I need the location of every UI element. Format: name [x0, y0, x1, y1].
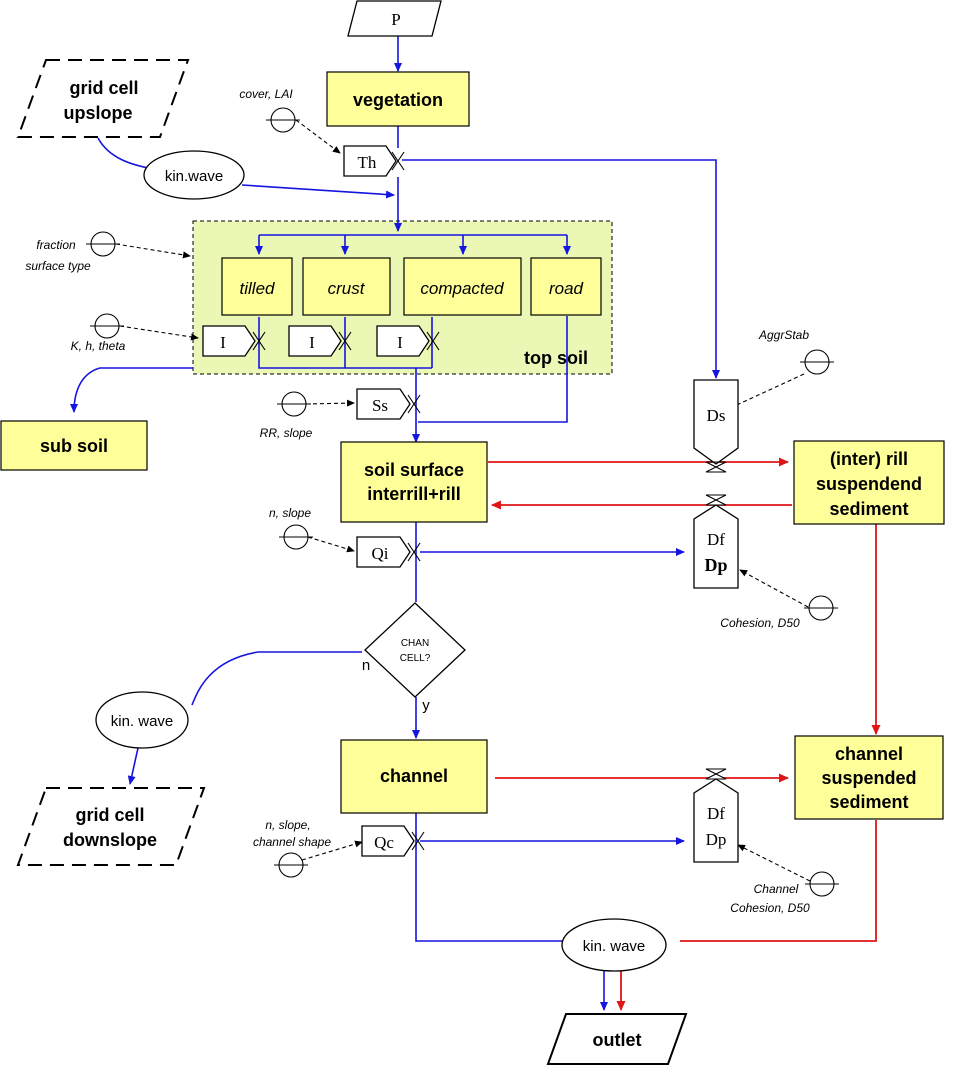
- vegetation-label: vegetation: [353, 90, 443, 110]
- channel-sediment-line1: channel: [835, 744, 903, 764]
- ds-node: [693, 379, 739, 465]
- tilled-box: [221, 257, 293, 316]
- infiltration-valve-1: [252, 331, 266, 351]
- ss-node: [356, 388, 411, 420]
- qc-node: [361, 825, 415, 857]
- compacted-label: compacted: [420, 279, 504, 298]
- param-aggr-stab: AggrStab: [758, 328, 809, 342]
- kin-wave-bottom: [561, 918, 667, 972]
- inter-rill-line3: sediment: [829, 499, 908, 519]
- channel-sediment-line2: suspended: [821, 768, 916, 788]
- param-fraction: fraction: [36, 238, 76, 252]
- outlet-node: [546, 1013, 688, 1065]
- decision-yes: y: [422, 697, 430, 714]
- param-n-slope: n, slope: [269, 506, 311, 520]
- kin-wave-top-label: kin.wave: [165, 168, 223, 185]
- water-flow-lines: [70, 36, 720, 1011]
- kin-wave-left-label: kin. wave: [111, 713, 174, 730]
- soil-surface-box: [340, 441, 488, 523]
- parameter-links: [115, 119, 811, 882]
- channel-sediment-box: [794, 735, 944, 820]
- precipitation-label: P: [391, 10, 400, 29]
- kin-wave-left: [95, 691, 189, 749]
- grid-cell-downslope-line2: downslope: [63, 830, 157, 850]
- compacted-box: [403, 257, 522, 316]
- precipitation-input: [347, 0, 442, 37]
- channel-cell-decision: [364, 602, 466, 698]
- th-node: [343, 145, 397, 177]
- tilled-label: tilled: [240, 279, 276, 298]
- param-channel: Channel: [754, 882, 799, 896]
- road-label: road: [549, 279, 584, 298]
- inter-rill-line1: (inter) rill: [830, 449, 908, 469]
- kin-wave-top: [143, 150, 245, 200]
- infiltration-label-2: I: [309, 333, 315, 352]
- param-n-slope-shape-2: channel shape: [253, 835, 331, 849]
- qi-node: [356, 536, 411, 568]
- infiltration-label-1: I: [220, 333, 226, 352]
- param-surface-type: surface type: [25, 259, 91, 273]
- grid-cell-upslope-line2: upslope: [63, 103, 132, 123]
- inter-rill-line2: suspendend: [816, 474, 922, 494]
- road-box: [530, 257, 602, 316]
- infiltration-label-3: I: [397, 333, 403, 352]
- grid-cell-downslope-line1: grid cell: [75, 805, 144, 825]
- param-cover-lai: cover, LAI: [239, 87, 293, 101]
- df-dp-node-upper: [693, 504, 739, 589]
- dp-label-lower: Dp: [706, 830, 727, 849]
- top-soil-label: top soil: [524, 348, 588, 368]
- channel-label: channel: [380, 766, 448, 786]
- outlet-label: outlet: [593, 1030, 642, 1050]
- th-valve: [391, 151, 405, 171]
- channel-sediment-line3: sediment: [829, 792, 908, 812]
- param-channel-cohesion: Cohesion, D50: [730, 901, 810, 915]
- ds-valve: [705, 461, 727, 473]
- sediment-flow-lines: [488, 457, 881, 1011]
- grid-cell-upslope-line1: grid cell: [69, 78, 138, 98]
- dp-label-upper: Dp: [704, 555, 727, 575]
- df-label-upper: Df: [707, 530, 725, 549]
- decision-no: n: [362, 657, 370, 674]
- crust-label: crust: [328, 279, 366, 298]
- df-dp-valve-lower: [705, 768, 727, 780]
- crust-box: [302, 257, 391, 316]
- channel-box: [340, 739, 488, 814]
- df-dp-node-lower: [693, 778, 739, 863]
- qi-valve: [407, 542, 421, 562]
- th-label: Th: [358, 153, 377, 172]
- inter-rill-sediment-box: [793, 440, 945, 525]
- infiltration-valve-2: [338, 331, 352, 351]
- param-cohesion-d50: Cohesion, D50: [720, 616, 800, 630]
- grid-cell-upslope: [16, 59, 190, 138]
- infiltration-node-3: [376, 325, 430, 357]
- infiltration-valve-3: [426, 331, 440, 351]
- vegetation-box: [326, 71, 470, 127]
- ds-label: Ds: [707, 406, 726, 425]
- sub-soil-box: [0, 420, 148, 471]
- param-rr-slope: RR, slope: [260, 426, 313, 440]
- df-label-lower: Df: [707, 804, 725, 823]
- ss-valve: [407, 394, 421, 414]
- grid-cell-downslope: [16, 787, 206, 866]
- df-dp-valve-upper: [705, 494, 727, 506]
- soil-surface-line2: interrill+rill: [367, 484, 461, 504]
- ss-label: Ss: [372, 396, 388, 415]
- infiltration-node-2: [288, 325, 342, 357]
- parameter-symbols: [86, 107, 839, 897]
- qi-label: Qi: [372, 544, 389, 563]
- qc-label: Qc: [374, 833, 394, 852]
- kin-wave-bottom-label: kin. wave: [583, 938, 646, 955]
- soil-surface-line1: soil surface: [364, 460, 464, 480]
- sub-soil-label: sub soil: [40, 436, 108, 456]
- infiltration-node-1: [202, 325, 256, 357]
- chan-cell-line2: CELL?: [400, 653, 431, 664]
- chan-cell-line1: CHAN: [401, 638, 429, 649]
- param-k-h-theta: K, h, theta: [71, 339, 126, 353]
- qc-valve: [411, 831, 425, 851]
- param-n-slope-shape-1: n, slope,: [265, 818, 310, 832]
